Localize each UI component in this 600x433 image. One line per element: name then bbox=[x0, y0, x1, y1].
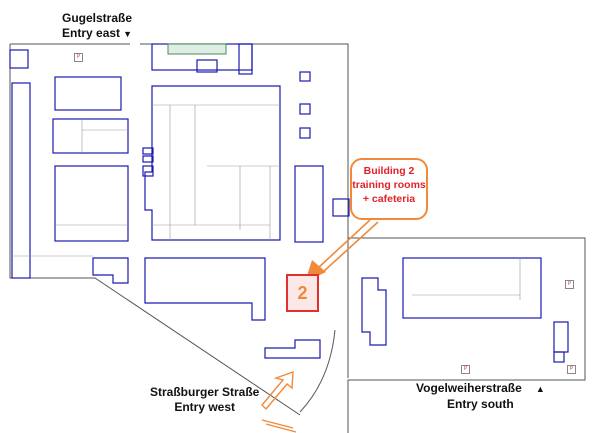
interior-lines bbox=[12, 104, 521, 300]
street-vogelweiher: Vogelweiherstraße bbox=[416, 381, 522, 395]
callout-line-2: training rooms bbox=[352, 179, 426, 191]
building-2-callout: Building 2 training rooms + cafeteria bbox=[350, 158, 428, 220]
entry-east-text: Entry east▼ bbox=[62, 26, 132, 42]
callout-pointer bbox=[317, 219, 379, 273]
campus-buildings bbox=[9, 43, 569, 363]
parking-icon-east: P bbox=[565, 280, 574, 289]
entry-west: Entry west bbox=[174, 400, 236, 414]
callout-line-3: + cafeteria bbox=[362, 193, 416, 205]
street-strassburger: Straßburger Straße bbox=[150, 385, 260, 399]
approach-arrow bbox=[261, 370, 297, 433]
entry-south: Entry south bbox=[447, 397, 514, 411]
entry-north-label: Gugelstraße Entry east▼ bbox=[62, 11, 132, 42]
green-block bbox=[167, 43, 227, 55]
street-gugel: Gugelstraße bbox=[62, 11, 133, 25]
up-arrow-icon: ▲ bbox=[535, 384, 545, 394]
parking-icon-south-1: P bbox=[461, 365, 470, 374]
callout-line-1: Building 2 bbox=[363, 165, 415, 177]
parking-icon-north: P bbox=[74, 53, 83, 62]
entry-south-street-row: Vogelweiherstraße ▲ bbox=[416, 381, 545, 397]
entry-south-label: Vogelweiherstraße ▲ Entry south bbox=[416, 381, 545, 412]
entry-west-label: Straßburger Straße Entry west bbox=[150, 385, 259, 415]
entry-east: Entry east bbox=[62, 26, 121, 40]
building-2-marker[interactable]: 2 bbox=[286, 274, 319, 312]
parking-icon-south-2: P bbox=[567, 365, 576, 374]
down-arrow-icon: ▼ bbox=[123, 29, 132, 39]
grounds-outline bbox=[9, 43, 586, 433]
